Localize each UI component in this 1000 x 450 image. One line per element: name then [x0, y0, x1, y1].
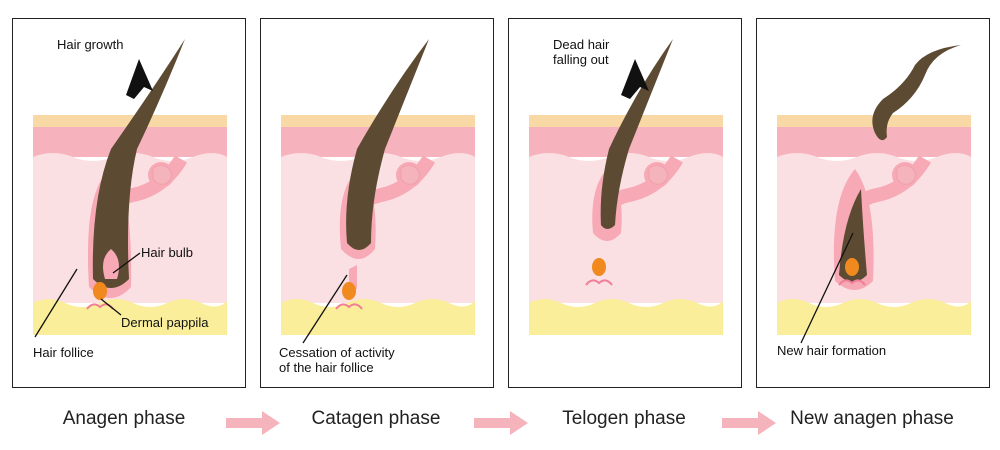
label-hair-follice: Hair follice: [33, 345, 94, 360]
phase-label-anagen: Anagen phase: [62, 408, 186, 429]
label-dermal-pappila: Dermal pappila: [121, 315, 209, 330]
anagen-illustration: [33, 39, 227, 338]
catagen-illustration: [281, 39, 475, 344]
telogen-panel: Dead hair falling out: [508, 18, 742, 388]
phase-label-catagen: Catagen phase: [311, 408, 441, 429]
label-cessation: Cessation of activity of the hair follic…: [279, 345, 395, 375]
label-new-hair-formation: New hair formation: [777, 343, 887, 358]
phase-label-telogen: Telogen phase: [562, 408, 686, 429]
phase-label-new-anagen: New anagen phase: [790, 408, 954, 429]
new-anagen-panel: New hair formation: [756, 18, 990, 388]
new-anagen-illustration: [777, 45, 971, 344]
telogen-illustration: [529, 39, 723, 335]
label-dead-hair: Dead hair falling out: [553, 37, 610, 67]
anagen-panel: Hair growth Hair bulb Dermal pappila Hai…: [12, 18, 246, 388]
arrow-icon: [722, 411, 776, 435]
arrow-icon: [474, 411, 528, 435]
label-hair-bulb: Hair bulb: [141, 245, 194, 260]
label-hair-growth: Hair growth: [57, 37, 124, 52]
arrow-icon: [226, 411, 280, 435]
catagen-panel: Cessation of activity of the hair follic…: [260, 18, 494, 388]
